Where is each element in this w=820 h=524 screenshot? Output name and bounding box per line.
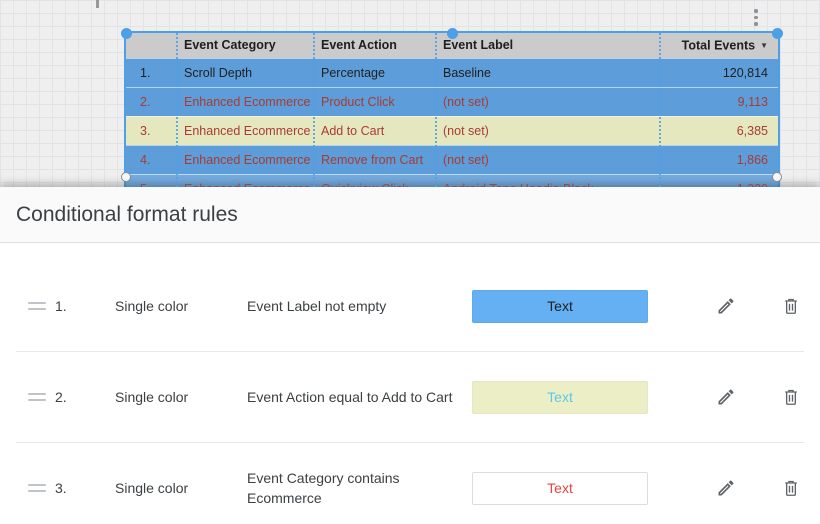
conditional-format-rules-panel: Conditional format rules 1. Single color… — [0, 187, 820, 524]
header-event-action[interactable]: Event Action — [321, 38, 397, 52]
drag-handle-icon[interactable] — [28, 302, 46, 310]
cell-event-category: Enhanced Ecommerce — [176, 175, 313, 188]
rule-type: Single color — [115, 389, 189, 405]
data-table[interactable]: Event Category Event Action Event Label … — [124, 31, 780, 188]
resize-handle-middle-left[interactable] — [121, 172, 131, 182]
rule-type: Single color — [115, 480, 189, 496]
header-row-number — [126, 33, 176, 58]
drag-handle-icon[interactable] — [28, 393, 46, 401]
rule-type: Single color — [115, 298, 189, 314]
format-rule-row: 3. Single color Event Category contains … — [0, 443, 820, 524]
header-total-events-label: Total Events — [681, 38, 756, 53]
divider — [16, 351, 804, 352]
trash-icon — [785, 298, 797, 314]
pencil-icon — [718, 389, 734, 405]
cell-total-events: 6,385 — [736, 124, 768, 138]
table-row: 4. Enhanced Ecommerce Remove from Cart (… — [126, 145, 778, 174]
cell-event-action: Add to Cart — [321, 124, 385, 138]
cell-event-category: Enhanced Ecommerce — [184, 153, 311, 167]
cell-total-events: 1,866 — [736, 153, 768, 167]
format-rule-row: 2. Single color Event Action equal to Ad… — [0, 352, 820, 442]
table-row: 3. Enhanced Ecommerce Add to Cart (not s… — [126, 116, 778, 145]
edit-rule-button[interactable] — [714, 476, 738, 500]
rule-number: 3. — [55, 480, 67, 496]
cell-total-events: 120,814 — [722, 66, 768, 80]
element-menu-icon[interactable] — [752, 7, 760, 28]
rule-number: 2. — [55, 389, 67, 405]
sort-desc-icon: ▼ — [760, 41, 768, 50]
row-number: 1. — [140, 66, 151, 80]
resize-handle-top-center[interactable] — [447, 28, 458, 39]
format-rule-row: 1. Single color Event Label not empty Te… — [0, 261, 820, 351]
edit-rule-button[interactable] — [714, 294, 738, 318]
header-event-label[interactable]: Event Label — [443, 38, 514, 52]
table-row: 5. Enhanced Ecommerce Quickview Click An… — [126, 174, 778, 188]
edit-rule-button[interactable] — [714, 385, 738, 409]
delete-rule-button[interactable] — [779, 476, 803, 500]
report-canvas[interactable]: Event Category Event Action Event Label … — [0, 0, 820, 188]
rule-condition: Event Action equal to Add to Cart — [247, 389, 453, 405]
cell-event-category: Enhanced Ecommerce — [184, 124, 311, 138]
cell-event-label: Android Tone Hoodie Black — [435, 175, 659, 188]
panel-title: Conditional format rules — [16, 202, 238, 226]
pencil-icon — [718, 298, 734, 314]
ruler-guide-tick — [96, 0, 99, 8]
delete-rule-button[interactable] — [779, 385, 803, 409]
cell-event-action: Remove from Cart — [321, 153, 424, 167]
rules-list: 1. Single color Event Label not empty Te… — [0, 261, 820, 524]
rule-number: 1. — [55, 298, 67, 314]
resize-handle-top-left[interactable] — [121, 28, 132, 39]
resize-handle-top-right[interactable] — [772, 28, 783, 39]
row-number: 2. — [140, 95, 151, 109]
cell-event-action: Percentage — [321, 66, 385, 80]
rule-condition: Event Label not empty — [247, 298, 387, 314]
column-separator[interactable] — [659, 33, 661, 188]
cell-event-action: Quickview Click — [313, 175, 435, 188]
color-swatch[interactable]: Text — [472, 471, 648, 505]
cell-total-events: 9,113 — [737, 95, 768, 109]
row-number: 5. — [126, 175, 176, 188]
cell-event-category: Enhanced Ecommerce — [184, 95, 311, 109]
panel-header: Conditional format rules — [0, 187, 820, 243]
header-total-events[interactable]: Total Events ▼ — [659, 33, 778, 58]
delete-rule-button[interactable] — [779, 294, 803, 318]
row-number: 3. — [140, 124, 151, 138]
column-separator[interactable] — [313, 33, 315, 188]
cell-event-label: Baseline — [443, 66, 491, 80]
color-swatch[interactable]: Text — [472, 380, 648, 414]
cell-event-label: (not set) — [443, 153, 489, 167]
cell-event-action: Product Click — [321, 95, 395, 109]
pencil-icon — [718, 480, 734, 496]
resize-handle-middle-right[interactable] — [772, 172, 782, 182]
trash-icon — [785, 480, 797, 496]
drag-handle-icon[interactable] — [28, 484, 46, 492]
column-separator[interactable] — [435, 33, 437, 188]
cell-event-category: Scroll Depth — [184, 66, 253, 80]
table-row: 2. Enhanced Ecommerce Product Click (not… — [126, 87, 778, 116]
cell-event-label: (not set) — [443, 95, 489, 109]
color-swatch[interactable]: Text — [472, 289, 648, 323]
cell-event-label: (not set) — [443, 124, 489, 138]
rule-condition: Event Category contains Ecommerce — [247, 470, 400, 506]
cell-total-events: 1,320 — [659, 175, 778, 188]
table-row: 1. Scroll Depth Percentage Baseline 120,… — [126, 58, 778, 87]
header-event-category[interactable]: Event Category — [184, 38, 276, 52]
divider — [16, 442, 804, 443]
trash-icon — [785, 389, 797, 405]
column-separator[interactable] — [176, 33, 178, 188]
row-number: 4. — [140, 153, 151, 167]
